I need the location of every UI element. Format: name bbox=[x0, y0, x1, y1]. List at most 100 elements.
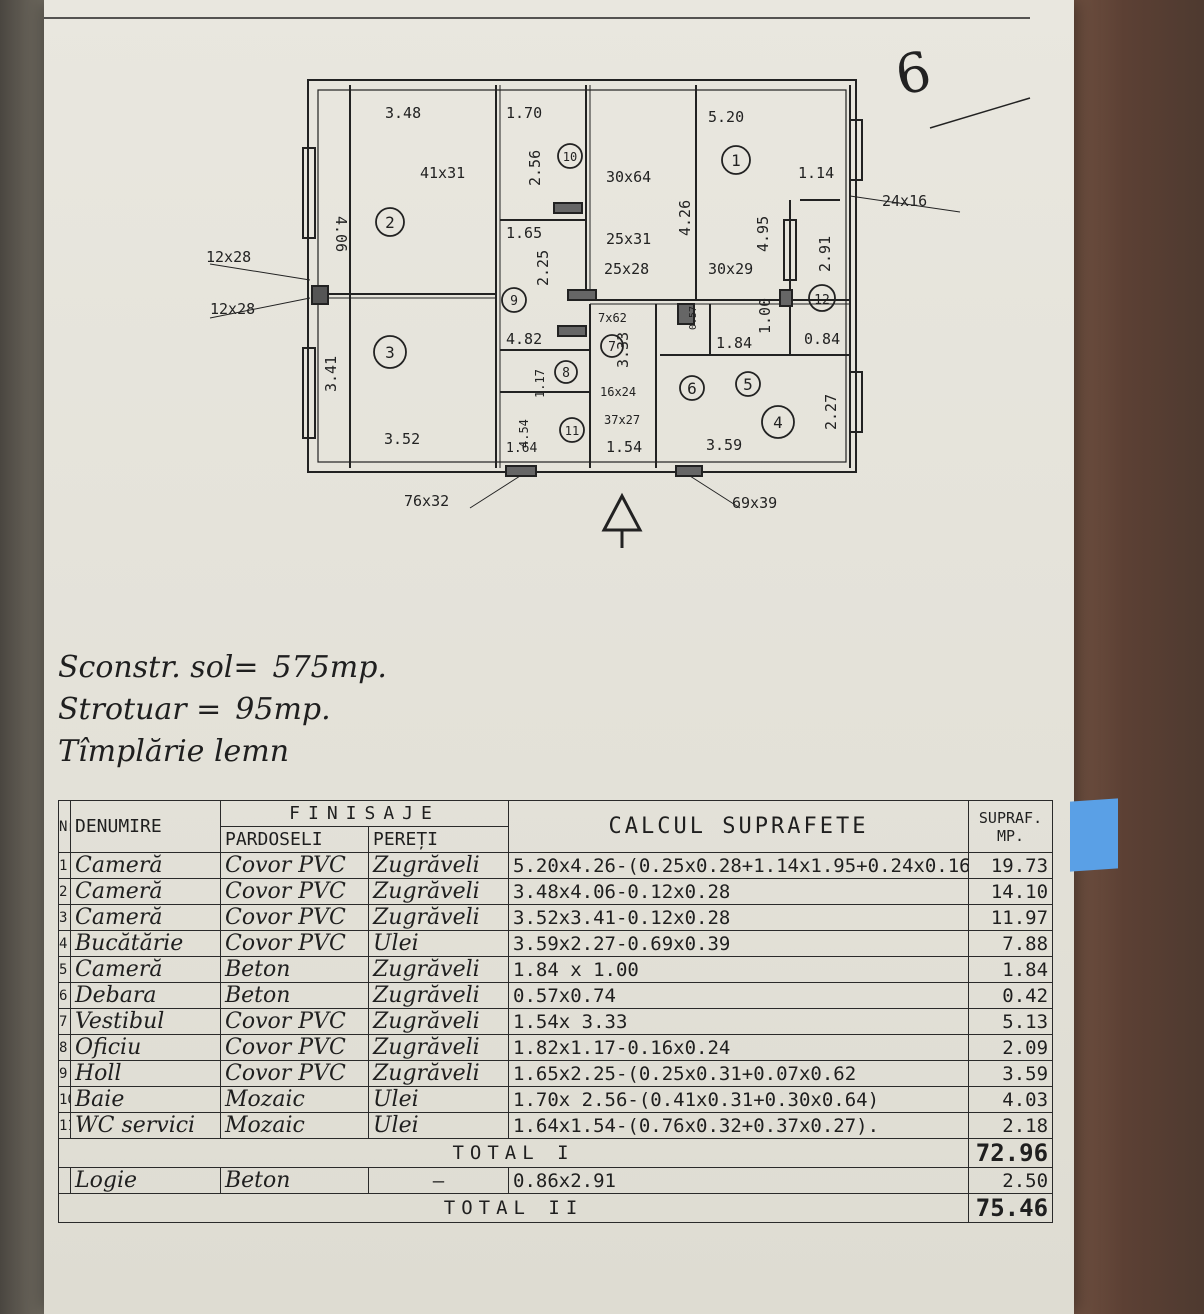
room-number: 4 bbox=[773, 413, 783, 432]
cell-nr: 5 bbox=[58, 956, 71, 983]
cell-pereti: — bbox=[367, 1167, 510, 1194]
header-pereti: PEREȚI bbox=[367, 826, 510, 853]
cell-denumire: Cameră bbox=[70, 852, 221, 879]
opening-size: 24x16 bbox=[882, 192, 927, 210]
cell-pereti: Ulei bbox=[367, 1112, 510, 1139]
header-nr: Nr bbox=[58, 800, 71, 853]
dim: 2.25 bbox=[534, 250, 552, 286]
cell-nr: 3 bbox=[58, 904, 71, 931]
cell-calcul: 1.54x 3.33 bbox=[508, 1008, 970, 1035]
cell-pardoseli: Covor PVC bbox=[220, 904, 369, 931]
dim: 4.82 bbox=[506, 330, 542, 348]
cell-nr: 6 bbox=[58, 982, 71, 1009]
room-number: 5 bbox=[743, 375, 753, 394]
cell-denumire: Cameră bbox=[70, 878, 221, 905]
cell-pardoseli: Covor PVC bbox=[220, 1060, 369, 1087]
cell-nr: 7 bbox=[58, 1008, 71, 1035]
cell-supraf: 0.42 bbox=[968, 982, 1054, 1009]
cell-pardoseli: Covor PVC bbox=[220, 878, 369, 905]
cell-denumire: WC servici bbox=[70, 1112, 221, 1139]
cell-pardoseli: Mozaic bbox=[220, 1112, 369, 1139]
note-value: 575mp. bbox=[272, 650, 387, 685]
cell-calcul: 1.64x1.54-(0.76x0.32+0.37x0.27). bbox=[508, 1112, 970, 1139]
dim: 1.84 bbox=[716, 334, 752, 352]
dim: 2.56 bbox=[526, 150, 544, 186]
opening-size: 25x31 bbox=[606, 230, 651, 248]
opening-size: 12x28 bbox=[206, 248, 251, 266]
room-number: 6 bbox=[687, 379, 697, 398]
total-label: TOTAL II bbox=[57, 1193, 970, 1223]
note-line: Sconstr. sol= 575mp. bbox=[58, 650, 387, 692]
opening-size: 30x29 bbox=[708, 260, 753, 278]
cell-pereti: Zugrăveli bbox=[367, 1060, 510, 1087]
note-value: 95mp. bbox=[235, 692, 331, 727]
dim: 4.54 bbox=[517, 419, 531, 448]
dim: 1.54 bbox=[606, 438, 642, 456]
dim: 4.06 bbox=[332, 216, 350, 252]
cell-pereti: Zugrăveli bbox=[367, 956, 510, 983]
total-row: TOTAL I 72.96 bbox=[57, 1138, 1054, 1168]
cell-pereti: Zugrăveli bbox=[367, 904, 510, 931]
opening-size: 37x27 bbox=[604, 413, 640, 427]
cell-calcul: 3.52x3.41-0.12x0.28 bbox=[508, 904, 970, 931]
room-number: 8 bbox=[562, 366, 570, 381]
dim: 2.91 bbox=[816, 236, 834, 272]
cell-supraf: 2.18 bbox=[968, 1112, 1054, 1139]
cell-calcul: 3.59x2.27-0.69x0.39 bbox=[508, 930, 970, 957]
opening-size: 25x28 bbox=[604, 260, 649, 278]
cell-supraf: 1.84 bbox=[968, 956, 1054, 983]
note-line: Tîmplărie lemn bbox=[58, 734, 387, 776]
table-header-row: PARDOSELI PEREȚI bbox=[59, 826, 1053, 853]
cell-nr: 1 bbox=[58, 852, 71, 879]
cell-pereti: Zugrăveli bbox=[367, 982, 510, 1009]
opening-size: 16x24 bbox=[600, 385, 636, 399]
room-number: 2 bbox=[385, 213, 395, 232]
opening-size: 30x64 bbox=[606, 168, 651, 186]
header-finisaje: FINISAJE bbox=[219, 800, 510, 827]
cell-calcul: 0.57x0.74 bbox=[508, 982, 970, 1009]
total-value: 75.46 bbox=[968, 1193, 1054, 1223]
opening-size: 76x32 bbox=[404, 492, 449, 510]
cell-supraf: 19.73 bbox=[968, 852, 1054, 879]
note-line: Strotuar =95mp. bbox=[58, 692, 387, 734]
dim: 1.17 bbox=[533, 369, 547, 398]
cell-pardoseli: Covor PVC bbox=[220, 852, 369, 879]
dim: 5.20 bbox=[708, 108, 744, 126]
dim: 3.48 bbox=[385, 104, 421, 122]
cell-denumire: Holl bbox=[70, 1060, 221, 1087]
cell-supraf: 2.09 bbox=[968, 1034, 1054, 1061]
room-number: 7 bbox=[608, 340, 616, 355]
cell-denumire: Logie bbox=[70, 1167, 221, 1194]
dim: 1.65 bbox=[506, 224, 542, 242]
cell-pardoseli: Beton bbox=[220, 982, 369, 1009]
cell-supraf: 7.88 bbox=[968, 930, 1054, 957]
dim: 3.59 bbox=[706, 436, 742, 454]
cell-nr: 8 bbox=[58, 1034, 71, 1061]
blue-tab bbox=[1070, 798, 1118, 872]
cell-pereti: Zugrăveli bbox=[367, 852, 510, 879]
opening-size: 7x62 bbox=[598, 311, 627, 325]
dim: 1.70 bbox=[506, 104, 542, 122]
cell-denumire: Oficiu bbox=[70, 1034, 221, 1061]
finishes-table: Nr DENUMIRE FINISAJE CALCUL SUPRAFETE SU… bbox=[57, 800, 1054, 1223]
cell-pereti: Zugrăveli bbox=[367, 1034, 510, 1061]
opening-size: 69x39 bbox=[732, 494, 777, 512]
header-pardoseli: PARDOSELI bbox=[220, 826, 369, 853]
total-row: TOTAL II 75.46 bbox=[57, 1193, 1054, 1223]
notes: Sconstr. sol= 575mp. Strotuar =95mp. Tîmp… bbox=[58, 650, 387, 776]
table-row: Logie Beton — 0.86x2.91 2.50 bbox=[58, 1167, 1054, 1194]
dim: 4.95 bbox=[754, 216, 772, 252]
cell-supraf: 4.03 bbox=[968, 1086, 1054, 1113]
total-value: 72.96 bbox=[968, 1138, 1054, 1168]
cell-pereti: Zugrăveli bbox=[367, 1008, 510, 1035]
room-number: 3 bbox=[385, 343, 395, 362]
dim: 3.52 bbox=[384, 430, 420, 448]
opening-size: 12x28 bbox=[210, 300, 255, 318]
header-denumire: DENUMIRE bbox=[70, 800, 221, 853]
note-label: Sconstr. sol= bbox=[58, 650, 259, 685]
cell-nr: 2 bbox=[58, 878, 71, 905]
